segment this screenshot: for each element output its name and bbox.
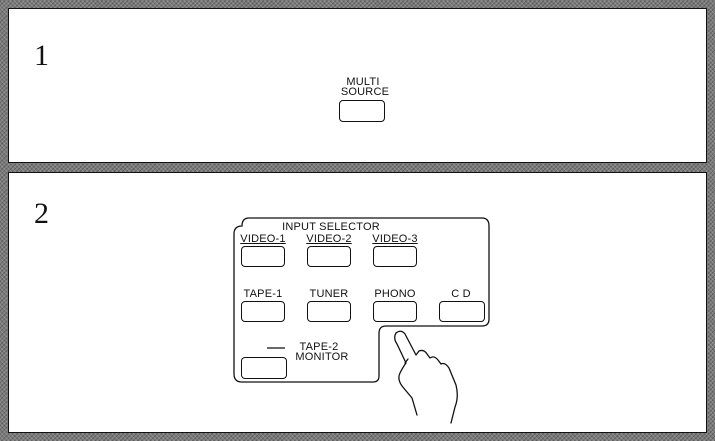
multi-source-label-line2: SOURCE (337, 87, 393, 97)
tape-1-label: TAPE-1 (235, 289, 291, 299)
video-2-button[interactable] (307, 246, 351, 267)
step-2-panel: 2 INPUT SELECTOR VIDEO-1 VIDEO-2 VIDEO-3… (8, 172, 707, 433)
tape2-monitor-button[interactable] (241, 357, 287, 379)
phono-label: PHONO (367, 289, 423, 299)
video-2-label: VIDEO-2 (301, 234, 357, 244)
tuner-button[interactable] (307, 301, 351, 322)
step-1-panel: 1 MULTI SOURCE (8, 8, 707, 163)
tape2-monitor-label-line2: MONITOR (289, 352, 355, 362)
input-selector-panel-outline (9, 173, 706, 432)
phono-button[interactable] (373, 301, 417, 322)
cd-button[interactable] (439, 301, 485, 322)
video-1-button[interactable] (241, 246, 285, 267)
cd-label: C D (433, 289, 489, 299)
video-3-button[interactable] (373, 246, 417, 267)
video-1-label: VIDEO-1 (235, 234, 291, 244)
input-selector-title: INPUT SELECTOR (276, 222, 386, 232)
step-1-number: 1 (34, 41, 49, 71)
tuner-label: TUNER (301, 289, 357, 299)
multi-source-button[interactable] (339, 100, 385, 122)
hand-pointer-icon (395, 331, 458, 423)
tape-1-button[interactable] (241, 301, 285, 322)
video-3-label: VIDEO-3 (367, 234, 423, 244)
